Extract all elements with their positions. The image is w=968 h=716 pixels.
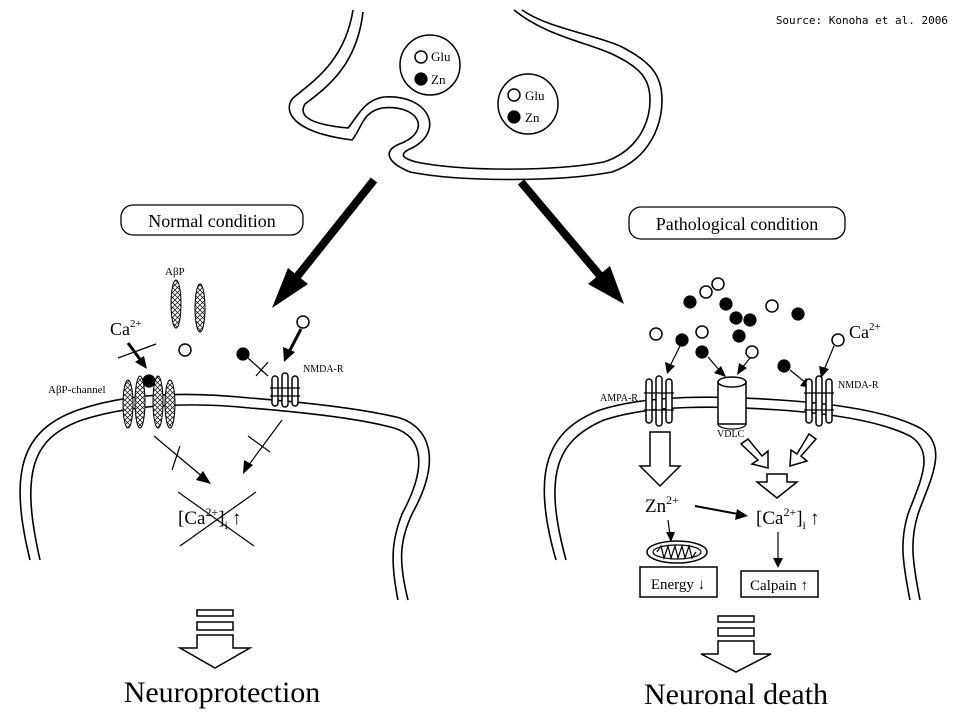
outcome-arrow-left [177, 609, 253, 669]
abp-peptide [194, 283, 206, 333]
zn-molecule [142, 374, 156, 388]
cross-out [177, 491, 257, 547]
zn-blocking-nmda [236, 347, 269, 377]
nmda-label-left: NMDA-R [303, 364, 344, 375]
nmda-label-right: NMDA-R [838, 380, 879, 391]
svg-text:Pathological condition: Pathological condition [656, 214, 818, 234]
ca-intracellular-right: [Ca2+]i↑ [756, 505, 819, 532]
arrow-to-pathological [517, 179, 624, 304]
glu-molecule [507, 88, 521, 102]
zn-label: Zn [525, 110, 540, 125]
blocked-ca-arrow [117, 342, 157, 369]
arrow-to-normal [272, 177, 378, 308]
outcome-right: Neuronal death [644, 678, 828, 711]
outcome-arrow-right [700, 615, 772, 673]
ampa-label: AMPA-R [600, 393, 638, 404]
pathological-condition-label: Pathological condition [628, 206, 846, 240]
abp-peptide [170, 279, 182, 329]
vesicle-2: Glu Zn [497, 73, 559, 135]
source-note: Source: Konoha et al. 2006 [776, 14, 948, 27]
glu-label: Glu [525, 88, 545, 103]
zn-to-mitochondrion-arrow [666, 519, 675, 542]
glu-label: Glu [431, 49, 451, 64]
hollow-influx-arrows [638, 431, 818, 499]
ca-label-left: Ca2+ [110, 318, 142, 339]
ca-to-calpain-arrow [773, 532, 783, 568]
svg-text:Energy ↓: Energy ↓ [651, 577, 705, 593]
normal-condition-label: Normal condition [120, 204, 304, 236]
ampa-receptor [644, 375, 674, 427]
abp-label: AβP [165, 266, 185, 278]
vdlc-label: VDLC [717, 429, 745, 440]
vesicle-1: Glu Zn [399, 34, 461, 96]
calpain-box: Calpain ↑ [740, 570, 819, 598]
glu-molecule [414, 50, 428, 64]
zn-intracellular: Zn2+ [645, 493, 679, 517]
zn-molecule [507, 110, 521, 124]
energy-box: Energy ↓ [639, 566, 718, 598]
abp-channel-label: AβP-channel [48, 384, 106, 396]
released-zn-glu-cloud [649, 277, 845, 373]
nmda-receptor-left [270, 372, 300, 408]
glu-to-nmda [283, 315, 310, 362]
mitochondrion-icon [646, 540, 708, 564]
glu-molecule [178, 343, 192, 357]
nmda-receptor-right [804, 375, 834, 427]
svg-text:Calpain ↑: Calpain ↑ [750, 578, 808, 594]
ca-intracellular-left: [Ca2+]i↑ [178, 505, 241, 532]
zn-label: Zn [431, 72, 446, 87]
svg-text:Normal condition: Normal condition [148, 211, 275, 231]
abp-channel [122, 375, 176, 429]
zn-to-ca-arrow [694, 505, 748, 520]
receptor-binding-arrows [665, 345, 835, 388]
blocked-influx-arrows [153, 419, 283, 484]
presynaptic-terminal [288, 9, 663, 181]
ca-label-right: Ca2+ [849, 321, 881, 342]
vdlc-channel [717, 376, 747, 430]
outcome-left: Neuroprotection [124, 676, 321, 709]
postsynaptic-neuron-left [19, 393, 431, 601]
zn-molecule [414, 72, 428, 86]
